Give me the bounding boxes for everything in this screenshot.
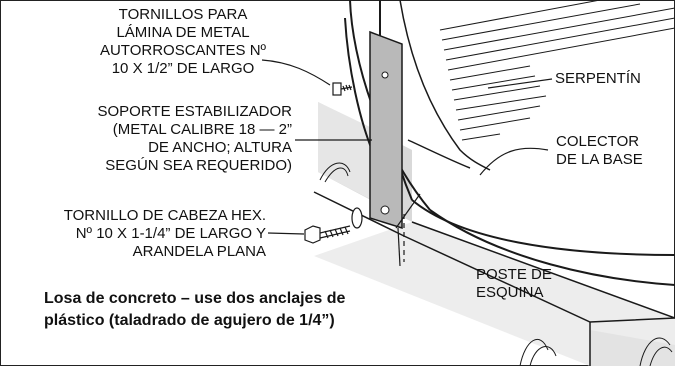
label-line: COLECTOR xyxy=(556,133,640,150)
label-corner-post: POSTE DE ESQUINA xyxy=(476,266,552,302)
label-stabilizer-bracket: SOPORTE ESTABILIZADOR (METAL CALIBRE 18 … xyxy=(28,103,293,175)
label-line: SERPENTÍN xyxy=(555,70,641,87)
label-coil: SERPENTÍN xyxy=(555,70,641,88)
label-line: AUTORROSCANTES Nº xyxy=(99,42,267,59)
label-line: DE LA BASE xyxy=(556,151,643,168)
hex-bolt-washer xyxy=(304,207,363,244)
leader-lines xyxy=(261,59,553,267)
label-line: ESQUINA xyxy=(476,284,544,301)
label-line: SEGÚN SEA REQUERIDO) xyxy=(105,157,292,174)
bracket-lower-hole xyxy=(380,205,390,215)
grass-strokes xyxy=(319,162,673,366)
bracket-tab xyxy=(395,193,421,229)
coil-edge xyxy=(399,0,491,171)
label-hex-bolt: TORNILLO DE CABEZA HEX. Nº 10 X 1-1/4” D… xyxy=(8,207,266,261)
coil-fins xyxy=(439,0,675,141)
label-line: DE ANCHO; ALTURA xyxy=(148,139,292,156)
slab-top-left xyxy=(318,102,372,200)
label-line: POSTE DE xyxy=(476,266,552,283)
label-line: Nº 10 X 1-1/4” DE LARGO Y xyxy=(75,225,266,242)
bracket-upper-hole xyxy=(381,71,389,79)
label-line: Losa de concreto – use dos anclajes de xyxy=(44,290,346,307)
label-line: TORNILLO DE CABEZA HEX. xyxy=(63,207,266,224)
label-line: LÁMINA DE METAL xyxy=(116,24,250,41)
label-line: SOPORTE ESTABILIZADOR xyxy=(97,103,293,120)
label-line: (METAL CALIBRE 18 — 2” xyxy=(112,121,292,138)
slab-side-face xyxy=(314,222,675,366)
stabilizer-bracket xyxy=(369,30,403,230)
base-pan-edge xyxy=(407,139,471,169)
label-line: plástico (taladrado de agujero de 1/4”) xyxy=(44,312,335,329)
sheet-metal-screw xyxy=(332,82,353,96)
label-sheet-metal-screws: TORNILLOS PARA LÁMINA DE METAL AUTORROSC… xyxy=(88,6,278,78)
label-line: TORNILLOS PARA xyxy=(118,6,248,23)
label-line: 10 X 1/2” DE LARGO xyxy=(111,60,255,77)
label-concrete-slab: Losa de concreto – use dos anclajes de p… xyxy=(44,288,345,332)
label-base-pan: COLECTOR DE LA BASE xyxy=(556,133,643,169)
label-line: ARANDELA PLANA xyxy=(132,243,266,260)
